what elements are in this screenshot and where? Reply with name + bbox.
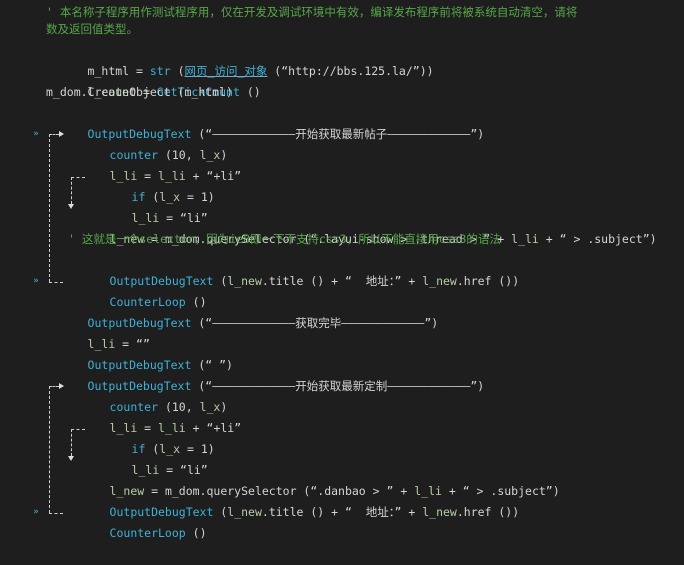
function-name: GetTickCount: [156, 85, 240, 99]
flow-arrow-right-icon: [59, 131, 64, 137]
if-flow-line: [71, 177, 72, 204]
code-line[interactable]: l_li = l_li + “+li”: [109, 169, 242, 183]
if-flow-line: [71, 429, 85, 430]
variable: l_x: [159, 190, 181, 204]
code-line[interactable]: l_new = m_dom.querySelector (“.layui-sho…: [109, 232, 657, 246]
function-name: OutputDebugText: [87, 358, 192, 372]
comment-text: ' 本名称子程序用作测试程序用，仅在开发及调试环境中有效，编译发布程序前将被系统…: [46, 5, 578, 19]
code-line[interactable]: » OutputDebugText (l_new.title () + “ 地址…: [0, 481, 684, 519]
if-flow-line: [71, 177, 85, 178]
variable: l_x: [199, 148, 221, 162]
keyword-counter: counter: [109, 148, 159, 162]
variable: l_li: [109, 169, 138, 183]
code-line[interactable]: CounterLoop (): [109, 295, 207, 309]
code-line[interactable]: » OutputDebugText (“————————————开始获取最新帖子…: [0, 103, 684, 141]
string-literal: “http://bbs.125.la/”: [281, 64, 420, 78]
variable: l_li: [131, 463, 160, 477]
code-line[interactable]: OutputDebugText (“————————————获取完毕——————…: [87, 316, 439, 330]
code-line[interactable]: counter (10, l_x): [109, 400, 228, 414]
variable: l_new: [109, 232, 145, 246]
string-literal: “————————————获取完毕————————————”: [205, 316, 432, 330]
loop-flow-line: [49, 282, 63, 283]
code-line[interactable]: m_html = str (网页_访问_对象 (“http://bbs.125.…: [87, 64, 434, 78]
string-literal: “”: [136, 337, 150, 351]
string-literal: “————————————开始获取最新定制————————————”: [205, 379, 478, 393]
code-line[interactable]: l_li = “li”: [131, 463, 208, 477]
variable: l_new: [422, 505, 457, 519]
variable: l_new: [422, 274, 457, 288]
variable: l_li: [109, 421, 138, 435]
loop-flow-line: [49, 386, 50, 513]
code-line[interactable]: if (l_x = 1): [131, 442, 215, 456]
code-line[interactable]: ' 这就是一个selector，因为ie8即一下不支持css3，所以不能直接用c…: [0, 229, 684, 250]
string-literal: “ 地址：”: [344, 505, 402, 519]
code-editor[interactable]: ' 本名称子程序用作测试程序用，仅在开发及调试环境中有效，编译发布程序前将被系统…: [0, 0, 684, 540]
function-name: OutputDebugText: [87, 127, 192, 141]
function-name: 网页_访问_对象: [184, 64, 268, 78]
variable: l_li: [511, 232, 539, 246]
string-literal: “li”: [180, 211, 208, 225]
string-literal: “+li”: [206, 169, 242, 183]
code-line[interactable]: OutputDebugText (“————————————开始获取最新定制——…: [87, 379, 485, 393]
variable: l_count: [87, 85, 137, 99]
variable: l_li: [158, 421, 186, 435]
function-name: str: [149, 64, 171, 78]
breakpoint-marker-icon[interactable]: »: [33, 507, 39, 517]
string-literal: “ > .subject”: [559, 232, 650, 246]
string-literal: “ 地址：”: [344, 274, 402, 288]
loop-flow-line: [49, 134, 50, 282]
flow-arrow-down-icon: [68, 204, 74, 209]
variable: l_li: [87, 337, 116, 351]
flow-arrow-down-icon: [68, 456, 74, 461]
loop-flow-line: [49, 134, 59, 135]
code-line[interactable]: l_count = GetTickCount (): [87, 85, 261, 99]
breakpoint-marker-icon[interactable]: »: [33, 129, 39, 139]
keyword-counterloop: CounterLoop: [109, 295, 186, 309]
loop-flow-line: [49, 386, 59, 387]
keyword-counterloop: CounterLoop: [109, 526, 186, 540]
string-literal: “ > .subject”: [462, 484, 553, 498]
function-name: OutputDebugText: [87, 316, 192, 330]
variable: l_new: [227, 505, 262, 519]
code-line[interactable]: ' 本名称子程序用作测试程序用，仅在开发及调试环境中有效，编译发布程序前将被系统…: [0, 2, 684, 23]
string-literal: “ ”: [205, 358, 227, 372]
code-line[interactable]: l_li = “”: [87, 337, 150, 351]
string-literal: “————————————开始获取最新帖子————————————”: [205, 127, 478, 141]
code-line[interactable]: if (l_x = 1): [131, 190, 215, 204]
variable: l_x: [159, 442, 181, 456]
flow-arrow-right-icon: [59, 383, 64, 389]
code-line[interactable]: » OutputDebugText (l_new.title () + “ 地址…: [0, 250, 684, 288]
string-literal: “.danbao > ”: [310, 484, 394, 498]
string-literal: “+li”: [206, 421, 242, 435]
variable: l_new: [227, 274, 262, 288]
code-line[interactable]: l_new = m_dom.querySelector (“.danbao > …: [109, 484, 560, 498]
variable: l_new: [109, 484, 145, 498]
loop-flow-line: [49, 513, 63, 514]
keyword-if: if: [131, 190, 146, 204]
code-line[interactable]: CounterLoop (): [109, 526, 207, 540]
if-flow-line: [71, 429, 72, 456]
code-line[interactable]: l_li = “li”: [131, 211, 208, 225]
string-literal: “li”: [180, 463, 208, 477]
breakpoint-marker-icon[interactable]: »: [33, 276, 39, 286]
function-name: OutputDebugText: [109, 505, 214, 519]
variable: l_li: [158, 169, 186, 183]
code-line[interactable]: 数及返回值类型。: [0, 19, 684, 40]
statement: m_dom.CreateObject (m_html): [46, 85, 233, 99]
keyword-counter: counter: [109, 400, 159, 414]
variable: m_html: [87, 64, 130, 78]
comment-text: ' 这就是一个selector，因为ie8即一下不支持css3，所以不能直接用c…: [68, 232, 501, 246]
code-line[interactable]: OutputDebugText (“ ”): [87, 358, 233, 372]
function-name: OutputDebugText: [109, 274, 214, 288]
string-literal: “.layui-show > .thread > ”: [310, 232, 491, 246]
variable: l_li: [131, 211, 160, 225]
variable: l_li: [414, 484, 442, 498]
code-line[interactable]: m_dom.CreateObject (m_html): [0, 82, 684, 103]
code-line[interactable]: counter (10, l_x): [109, 148, 228, 162]
keyword-if: if: [131, 442, 146, 456]
code-line[interactable]: l_li = l_li + “+li”: [109, 421, 242, 435]
comment-text: 数及返回值类型。: [46, 22, 138, 36]
function-name: OutputDebugText: [87, 379, 192, 393]
variable: l_x: [199, 400, 221, 414]
